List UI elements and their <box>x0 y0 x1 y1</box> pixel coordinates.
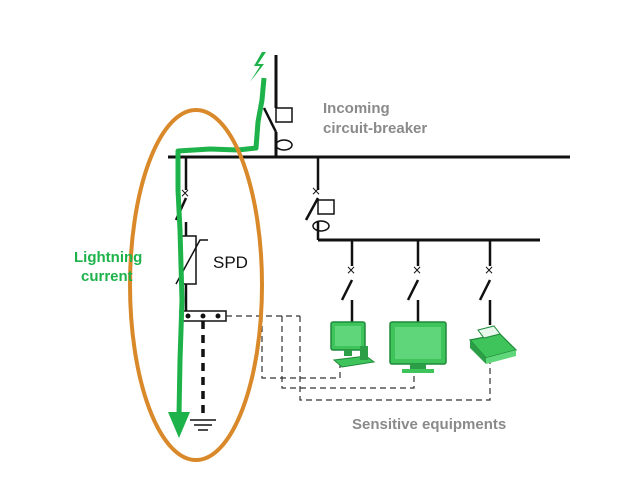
highlight-ellipse <box>128 108 264 462</box>
lightning-bolt-icon <box>250 52 266 82</box>
ground-icon <box>190 419 216 431</box>
svg-text:×: × <box>484 263 494 277</box>
svg-text:×: × <box>311 184 321 198</box>
spd-label: SPD <box>213 253 248 272</box>
lightning-current-label-line2: current <box>81 268 133 285</box>
incoming-breaker-label-line2: circuit-breaker <box>323 120 427 137</box>
lightning-path <box>175 77 267 416</box>
sensitive-equipments-label: Sensitive equipments <box>352 416 506 433</box>
incoming-breaker-label-line1: Incoming <box>323 100 390 117</box>
secondary-breaker: × <box>304 157 335 240</box>
lightning-arrowhead <box>168 412 190 438</box>
svg-text:×: × <box>180 186 190 200</box>
equipotential-links <box>226 315 491 401</box>
svg-text:×: × <box>412 263 422 277</box>
incoming-feeder <box>262 55 293 157</box>
lightning-current-label-line1: Lightning <box>74 249 142 266</box>
branch-breakers <box>340 240 492 325</box>
printer-icon <box>468 325 518 364</box>
monitor-icon <box>389 321 447 373</box>
computer-icon <box>330 321 376 368</box>
svg-text:×: × <box>346 263 356 277</box>
